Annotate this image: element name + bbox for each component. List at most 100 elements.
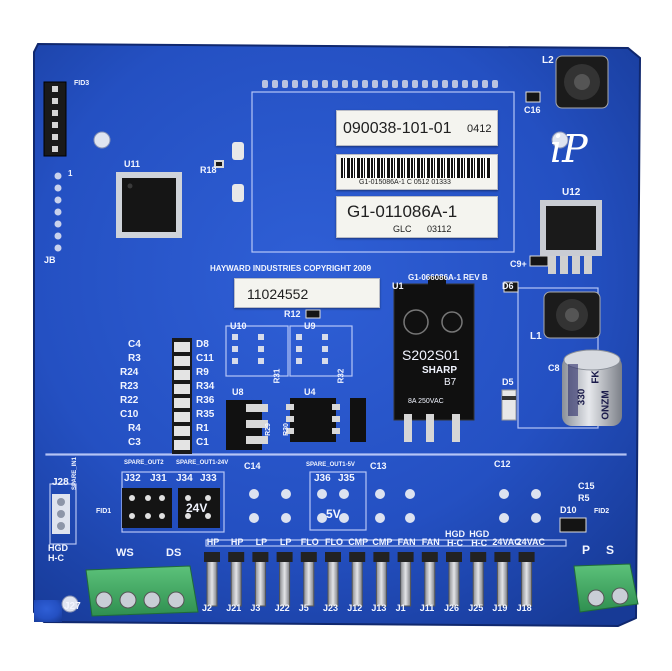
- s-label: S: [606, 543, 615, 557]
- spade-connector: [327, 555, 339, 607]
- r34-label: R34: [196, 381, 215, 392]
- u1-label: U1: [392, 281, 404, 291]
- r31-label: R31: [272, 368, 282, 384]
- c4-label: C4: [128, 339, 141, 350]
- part-date: 0412: [467, 123, 492, 135]
- c16-label: C16: [524, 105, 541, 115]
- connector-bottom-label: J25: [468, 603, 484, 613]
- l2-label: L2: [542, 55, 554, 66]
- u10-label: U10: [230, 321, 247, 331]
- r1-label: R1: [196, 423, 209, 434]
- rev-label: G1-066086A-1 REV B: [408, 273, 488, 282]
- d5-label: D5: [502, 377, 514, 387]
- jb-pads: [54, 172, 62, 252]
- u8-label: U8: [232, 387, 244, 397]
- c10-label: C10: [120, 409, 139, 420]
- spade-base: [349, 552, 366, 562]
- spade-connector: [254, 555, 266, 607]
- spade-base: [300, 552, 317, 562]
- serial-number: 11024552: [247, 286, 309, 302]
- connector-bottom-label: J1: [395, 603, 406, 613]
- r18-label: R18: [200, 165, 217, 175]
- terminal-block-left: [85, 565, 199, 617]
- connector-top-label: FAN: [421, 537, 440, 547]
- cap-brand: FK: [590, 370, 602, 384]
- spade-base: [470, 552, 487, 562]
- spade-base: [397, 552, 414, 562]
- c8-capacitor: [562, 349, 622, 426]
- relay-brand: SHARP: [422, 365, 458, 376]
- r35-label: R35: [196, 409, 215, 420]
- j35-label: J35: [338, 473, 355, 484]
- spade-connector: [521, 555, 533, 607]
- spade-connectors: [204, 552, 535, 607]
- j33-label: J33: [200, 473, 217, 484]
- fid3-label: FID3: [74, 80, 90, 87]
- r22-label: R22: [120, 395, 139, 406]
- connector-top-label: HGD H-C: [469, 529, 490, 548]
- model-sticker: G1-011086A-1 GLC 03112: [336, 196, 498, 238]
- connector-bottom-label: J26: [444, 603, 460, 613]
- j32-label: J32: [124, 473, 141, 484]
- copyright-label: HAYWARD INDUSTRIES COPYRIGHT 2009: [210, 264, 372, 273]
- c12-label: C12: [494, 459, 511, 469]
- spade-base: [228, 552, 245, 562]
- d8-label: D8: [196, 339, 209, 350]
- connector-top-label: 24VAC: [516, 537, 545, 547]
- relay-part: S202S01: [402, 347, 460, 363]
- r9-label: R9: [196, 367, 209, 378]
- connector-bottom-label: J13: [371, 603, 387, 613]
- barcode-text: G1-015086A-1 C 0512 01333: [359, 179, 451, 186]
- connector-bottom-label: J22: [274, 603, 290, 613]
- j27-label: J27: [64, 601, 81, 612]
- c1-label: C1: [196, 437, 209, 448]
- connector-bottom-label: J18: [516, 603, 532, 613]
- mounting-holes: [61, 131, 569, 613]
- spade-connector: [375, 555, 387, 607]
- spade-base: [276, 552, 293, 562]
- hgd-hc-label: HGD H-C: [48, 543, 68, 563]
- u10-u9-pads: [232, 334, 328, 364]
- r5-label: R5: [578, 493, 590, 503]
- c11-label: C11: [196, 353, 214, 364]
- r23-label: R23: [120, 381, 139, 392]
- spade-base: [252, 552, 269, 562]
- r4-label: R4: [128, 423, 141, 434]
- connector-top-label: CMP: [372, 537, 393, 547]
- fid2-label: FID2: [594, 508, 610, 515]
- resistor-array: [172, 338, 192, 454]
- part-number: 090038-101-01: [343, 120, 452, 137]
- r3-label: R3: [128, 353, 141, 364]
- spade-connector: [206, 555, 218, 607]
- connector-top-label: 24VAC: [492, 537, 521, 547]
- u9-label: U9: [304, 321, 316, 331]
- spade-connector: [303, 555, 315, 607]
- j31-label: J31: [150, 473, 167, 484]
- spade-base: [494, 552, 511, 562]
- c14-label: C14: [244, 461, 261, 471]
- r29-label: R29: [264, 423, 272, 436]
- svg-text:iP: iP: [550, 127, 589, 171]
- u1-relay: [393, 276, 475, 442]
- spade-connector: [230, 555, 242, 607]
- mid-pads: [249, 489, 541, 523]
- r36-label: R36: [196, 395, 215, 406]
- r12-label: R12: [284, 309, 301, 319]
- spade-base: [421, 552, 438, 562]
- connector-top-label: LP: [279, 537, 292, 547]
- u11-label: U11: [124, 159, 141, 169]
- p-label: P: [582, 543, 591, 557]
- jb-label: JB: [44, 255, 56, 265]
- 5v-label: 5V: [326, 507, 341, 521]
- connector-bottom-label: J3: [250, 603, 261, 613]
- d10-label: D10: [560, 505, 577, 515]
- spade-base: [518, 552, 535, 562]
- model-number: G1-011086A-1: [347, 202, 458, 221]
- connector-top-label: LP: [255, 537, 268, 547]
- l1-label: L1: [530, 331, 542, 342]
- u12-regulator: [540, 200, 602, 274]
- j28-label: J28: [52, 477, 69, 488]
- terminal-block-right: [573, 563, 639, 613]
- smd-parts: [214, 91, 549, 319]
- c9-label: C9+: [510, 259, 527, 269]
